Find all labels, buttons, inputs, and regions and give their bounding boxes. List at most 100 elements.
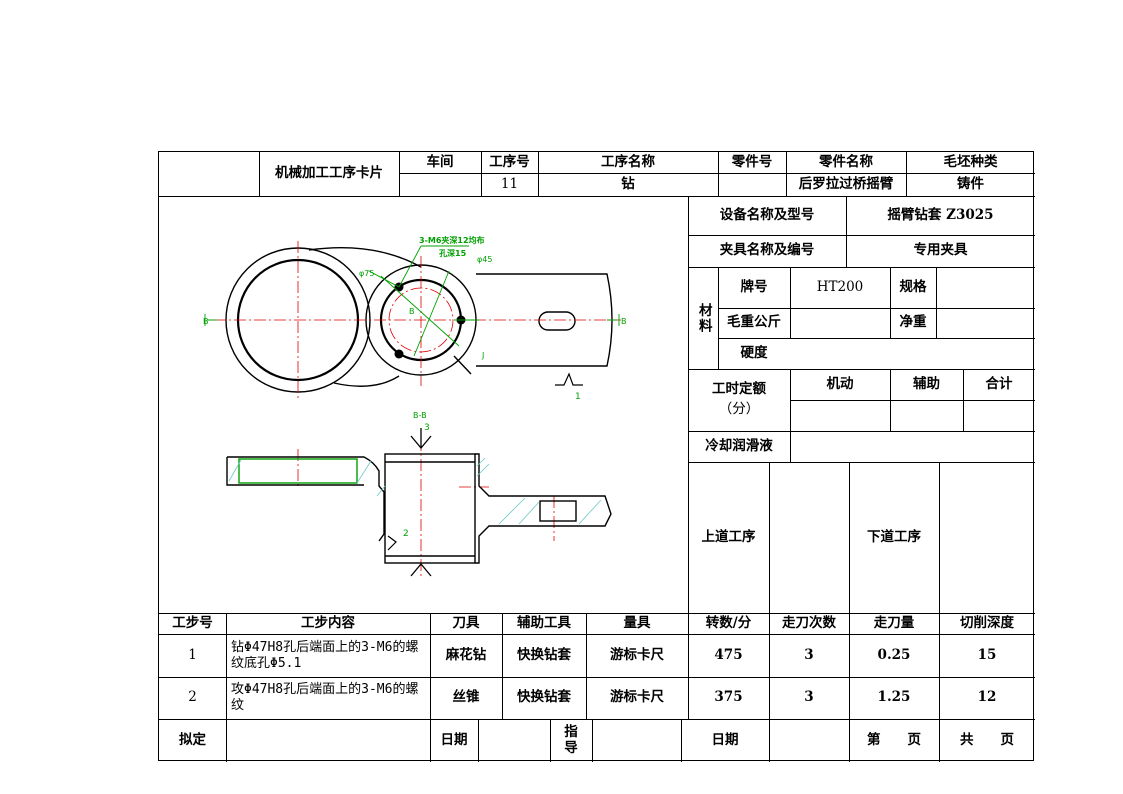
section-outline — [226, 453, 612, 564]
symbol-2-label: 2 — [403, 529, 409, 539]
panel-line — [718, 308, 1035, 309]
center-mark: B — [409, 307, 415, 316]
equipment-value: 摇臂钻套 Z3025 — [887, 206, 994, 223]
section-hatch — [228, 457, 602, 525]
steps-top-line — [159, 613, 1035, 614]
panel-line — [890, 267, 891, 339]
panel-line — [718, 267, 719, 369]
panel-line — [846, 196, 847, 267]
step-tool: 丝锥 — [452, 689, 480, 706]
steps-vline — [430, 613, 431, 719]
col-step-no: 工步号 — [172, 614, 213, 631]
card-title: 机械加工工序卡片 — [275, 165, 383, 182]
part-drawing: 3-M6夹深12均布 孔深15 φ75 φ45 B B B J 1 B-B 3 — [203, 235, 627, 577]
footer-vline — [550, 719, 551, 762]
footer-vline — [681, 719, 682, 762]
col-step-content: 工步内容 — [301, 614, 355, 631]
op-name-label: 工序名称 — [601, 153, 655, 170]
panel-left-border — [688, 196, 689, 613]
panel-line — [790, 400, 1035, 401]
header-vline — [538, 152, 539, 196]
locating-symbol — [555, 372, 583, 386]
panel-line — [790, 369, 791, 462]
steps-row-line — [159, 719, 1035, 720]
symbol-3-label: 3 — [424, 423, 430, 433]
guide-label: 指导 — [564, 724, 578, 756]
panel-line — [890, 369, 891, 431]
time-label: 工时定额 — [712, 381, 766, 398]
panel-line — [936, 267, 937, 339]
prev-op-label: 上道工序 — [701, 528, 756, 545]
col-depth: 切削深度 — [960, 614, 1014, 631]
hardness-label: 硬度 — [740, 344, 768, 361]
hub-cut — [453, 355, 472, 375]
panel-line — [790, 267, 791, 339]
steps-vline — [688, 613, 689, 719]
header-vline — [399, 152, 400, 196]
net-weight-label: 净重 — [899, 314, 927, 331]
spec-value — [936, 267, 1035, 308]
step-aux-tool: 快换钻套 — [517, 689, 571, 706]
material-label: 材料 — [695, 302, 712, 334]
workshop-value — [399, 174, 481, 196]
drafted-label: 拟定 — [179, 731, 206, 748]
part-name-value: 后罗拉过桥摇臂 — [798, 176, 894, 193]
col-gauge: 量具 — [623, 614, 651, 631]
step-feed: 1.25 — [877, 689, 911, 706]
step-depth: 12 — [977, 689, 997, 706]
grade-value: HT200 — [816, 278, 864, 295]
arm-bottom-edge — [333, 375, 400, 387]
date-label: 日期 — [440, 731, 468, 748]
part-name-label: 零件名称 — [819, 153, 873, 170]
header-vline — [481, 152, 482, 196]
fixture-label: 夹具名称及编号 — [719, 242, 815, 259]
header-vline — [786, 152, 787, 196]
symbol-1-label: 1 — [575, 392, 581, 402]
col-rpm: 转数/分 — [705, 614, 752, 631]
spec-label: 规格 — [899, 278, 927, 295]
part-no-label: 零件号 — [731, 153, 773, 170]
blank-type-label: 毛坯种类 — [943, 153, 998, 170]
step-content: 攻Φ47H8孔后端面上的3-M6的螺纹 — [231, 682, 419, 713]
steps-vline — [939, 613, 940, 719]
equipment-label: 设备名称及型号 — [719, 206, 815, 223]
panel-line — [718, 338, 1035, 339]
steps-vline — [769, 613, 770, 719]
gross-weight-value — [790, 308, 890, 338]
footer-vline — [849, 719, 850, 762]
panel-line — [769, 462, 770, 613]
step-no: 2 — [188, 689, 197, 706]
time-unit-label: （分） — [718, 401, 760, 418]
footer-vline — [226, 719, 227, 762]
panel-line — [688, 369, 1035, 370]
process-card: 机械加工工序卡片 车间 工序号 工序名称 零件号 零件名称 毛坯种类 11 钻 … — [158, 151, 1035, 762]
panel-line — [688, 235, 1035, 236]
part-no-value — [718, 174, 786, 196]
total-time-label: 合计 — [985, 375, 1013, 392]
dim-45: φ45 — [477, 255, 492, 264]
step-passes: 3 — [804, 689, 814, 706]
steps-vline — [849, 613, 850, 719]
step-passes: 3 — [804, 646, 814, 663]
arm-top-edge — [308, 246, 422, 268]
machine-time-label: 机动 — [826, 375, 854, 392]
step-no: 1 — [188, 646, 197, 663]
footer-vline — [592, 719, 593, 762]
col-passes: 走刀次数 — [782, 614, 836, 631]
panel-line — [688, 462, 1035, 463]
footer-vline — [478, 719, 479, 762]
col-feed: 走刀量 — [873, 614, 915, 631]
steps-vline — [586, 613, 587, 719]
header-bottom-line — [159, 196, 1035, 197]
next-op-label: 下道工序 — [867, 528, 921, 545]
header-vline — [906, 152, 907, 196]
page-number: 第 页 — [867, 731, 921, 748]
steps-row-line — [159, 677, 1035, 678]
thread-hole — [394, 349, 404, 359]
slot — [538, 311, 576, 331]
panel-line — [688, 267, 1035, 268]
step-rpm: 475 — [714, 646, 743, 663]
op-no-value: 11 — [500, 176, 519, 193]
panel-line — [939, 462, 940, 613]
header-vline — [718, 152, 719, 196]
